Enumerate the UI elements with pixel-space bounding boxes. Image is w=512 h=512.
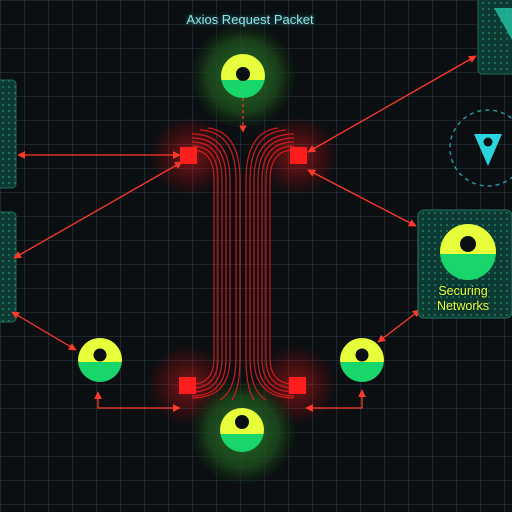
junction-bottom-left[interactable]: [179, 377, 196, 394]
card-node-icon[interactable]: [440, 224, 496, 280]
arrow-right-top: [307, 55, 477, 153]
diagram-title: Axios Request Packet: [186, 12, 314, 27]
junction-top-right[interactable]: [290, 147, 307, 164]
left-panel-bottom[interactable]: [0, 211, 17, 323]
card-label-line2: Networks: [436, 299, 490, 313]
arrow-left-bottom: [11, 311, 77, 351]
node-right-icon[interactable]: [340, 338, 384, 384]
card-label: Securing Networks: [420, 284, 506, 314]
arrow-bottom-left: [94, 391, 181, 412]
right-trace-bundle: [245, 127, 295, 401]
card-label-line1: Securing: [438, 284, 488, 298]
node-left-icon[interactable]: [78, 338, 122, 384]
arrow-right-mid: [307, 169, 417, 227]
location-ring: [449, 109, 512, 187]
location-pin-dot: [483, 137, 493, 147]
right-panel-icon: [494, 8, 512, 40]
left-trace-bundle: [191, 127, 241, 401]
junction-bottom-right[interactable]: [289, 377, 306, 394]
left-panel-top[interactable]: [0, 79, 17, 189]
arrow-left-mid: [13, 161, 183, 259]
connection-arrows: [11, 55, 477, 412]
arrow-right-bottom: [377, 309, 421, 343]
junction-top-left[interactable]: [180, 147, 197, 164]
location-pin-icon[interactable]: [474, 134, 502, 166]
arrow-bottom-right: [305, 389, 366, 412]
